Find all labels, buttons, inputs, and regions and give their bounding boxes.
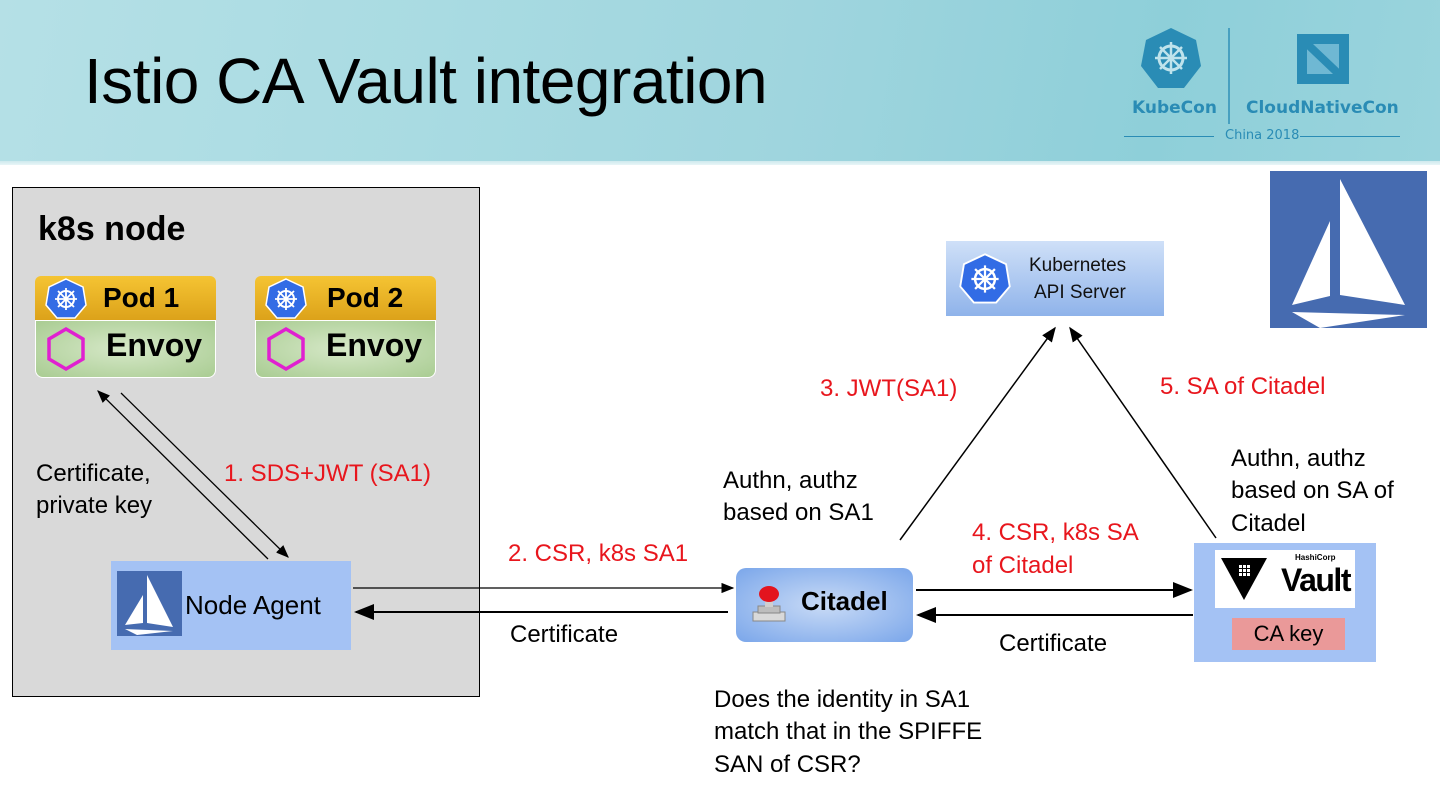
step-2-label: 2. CSR, k8s SA1 <box>508 540 689 567</box>
step-5-label: 5. SA of Citadel <box>1160 373 1326 400</box>
envoy-label: Envoy <box>106 327 203 363</box>
istio-logo-icon <box>117 571 182 636</box>
arrow-cert-to-envoy <box>97 390 269 560</box>
kubernetes-icon <box>959 253 1011 304</box>
envoy-sidecar: Envoy <box>255 320 436 378</box>
pod-name: Pod 1 <box>103 282 180 313</box>
pod-2[interactable]: Pod 2 Envoy <box>255 276 436 378</box>
vault-logo: HashiCorp Vault <box>1215 550 1355 608</box>
node-agent-label: Node Agent <box>185 590 321 620</box>
pod-name: Pod 2 <box>327 282 404 313</box>
kubecon-text: KubeCon <box>1132 98 1217 118</box>
step-4-label-line-2: of Citadel <box>972 552 1074 579</box>
step-4-label-line-1: 4. CSR, k8s SA <box>972 519 1139 546</box>
vault-text: Vault <box>1281 562 1351 598</box>
kubecon-logo-icon <box>1141 28 1201 88</box>
note-line: Citadel <box>1231 509 1306 537</box>
kubernetes-api-server-box[interactable]: Kubernetes API Server <box>946 241 1164 316</box>
note-line: match that in the SPIFFE <box>714 718 983 746</box>
cloudnativecon-logo-icon <box>1297 34 1349 84</box>
slide-header <box>0 0 1440 165</box>
citadel-label: Citadel <box>801 586 888 616</box>
certificate-label-2: Certificate <box>999 630 1108 657</box>
arrow-sa-to-api-server <box>1069 326 1217 539</box>
api-server-line-1: Kubernetes <box>1029 255 1127 276</box>
certificate-label-1: Certificate <box>510 621 619 648</box>
step-3-label: 3. JWT(SA1) <box>820 375 958 402</box>
pod-1-header: Pod 1 <box>35 276 216 320</box>
note-line: Does the identity in SA1 <box>714 686 971 713</box>
envoy-hexagon-icon <box>47 326 85 372</box>
pod-2-header: Pod 2 <box>255 276 436 320</box>
note-line: Authn, authz <box>723 467 858 494</box>
envoy-sidecar: Envoy <box>35 320 216 378</box>
vault-triangle-icon <box>1221 558 1267 600</box>
envoy-label: Envoy <box>326 327 423 363</box>
spiffe-question-note: Does the identity in SA1 match that in t… <box>714 684 982 781</box>
vault-auth-note: Authn, authz based on SA of Citadel <box>1231 443 1394 540</box>
arrow-jwt-to-api-server <box>899 326 1056 541</box>
ca-key-box[interactable]: CA key <box>1232 618 1345 650</box>
citadel-auth-note: Authn, authz based on SA1 <box>723 465 874 530</box>
pod-1[interactable]: Pod 1 Envoy <box>35 276 216 378</box>
arrow-sds-to-node-agent <box>120 392 289 558</box>
k8s-node-title: k8s node <box>38 210 186 248</box>
note-line: SAN of CSR? <box>714 750 861 778</box>
kubernetes-icon <box>265 278 307 319</box>
step-1-label: 1. SDS+JWT (SA1) <box>224 460 431 487</box>
envoy-hexagon-icon <box>267 326 305 372</box>
note-line: Authn, authz <box>1231 445 1366 472</box>
stamp-icon <box>752 586 786 622</box>
note-line: based on SA of <box>1231 477 1394 505</box>
istio-logo-icon <box>1270 171 1427 328</box>
china-2018-text: China 2018 <box>1225 128 1300 143</box>
citadel-box[interactable] <box>736 568 913 642</box>
cert-private-key-label: Certificate, private key <box>36 460 153 520</box>
kubernetes-icon <box>45 278 87 319</box>
node-agent-box[interactable] <box>111 561 351 650</box>
api-server-line-2: API Server <box>1034 282 1126 303</box>
note-line: based on SA1 <box>723 499 874 527</box>
kubecon-cloudnativecon-logo: KubeCon CloudNativeCon China 2018 <box>1120 22 1410 152</box>
slide-title: Istio CA Vault integration <box>84 45 768 117</box>
hashicorp-text: HashiCorp <box>1295 553 1336 562</box>
cloudnativecon-text: CloudNativeCon <box>1246 98 1399 118</box>
